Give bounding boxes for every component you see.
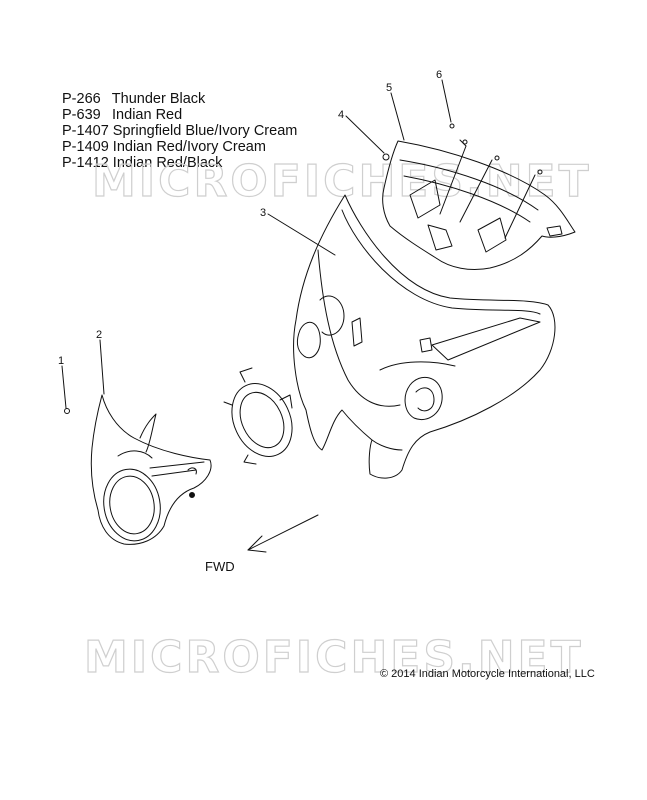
paint-code-row: P-1409 Indian Red/Ivory Cream	[62, 139, 266, 155]
callout-number-4: 4	[338, 109, 344, 121]
callout-leaders	[61, 79, 452, 409]
forward-direction-arrow	[247, 514, 319, 553]
fairing-part	[293, 194, 556, 479]
paint-code: P-1407	[62, 123, 109, 139]
callout-number-6: 6	[436, 69, 442, 81]
paint-code-row: P-266 Thunder Black	[62, 91, 205, 107]
paint-code-row: P-1412 Indian Red/Black	[62, 155, 222, 171]
callout-number-3: 3	[260, 207, 266, 219]
callout-number-1: 1	[58, 355, 64, 367]
paint-name: Indian Red/Ivory Cream	[112, 139, 266, 155]
headlight-nacelle-part	[90, 394, 212, 545]
headlight-ring-part	[223, 367, 293, 465]
watermark-lower: MICROFICHES.NET	[84, 632, 584, 683]
paint-name: Springfield Blue/Ivory Cream	[112, 123, 298, 139]
paint-name: Indian Red/Black	[112, 155, 223, 171]
paint-code-row: P-1407 Springfield Blue/Ivory Cream	[62, 123, 297, 139]
copyright-notice: © 2014 Indian Motorcycle International, …	[380, 668, 595, 680]
callout-number-2: 2	[96, 329, 102, 341]
paint-code: P-1409	[62, 139, 109, 155]
paint-name: Indian Red	[112, 107, 183, 123]
paint-code: P-266	[62, 91, 101, 107]
paint-code: P-1412	[62, 155, 109, 171]
watermark-upper: MICROFICHES.NET	[92, 156, 592, 207]
paint-name: Thunder Black	[111, 91, 206, 107]
fastener-parts	[64, 123, 543, 414]
paint-code: P-639	[62, 107, 101, 123]
callout-number-5: 5	[386, 82, 392, 94]
paint-code-row: P-639 Indian Red	[62, 107, 182, 123]
windshield-part	[382, 139, 576, 271]
forward-label: FWD	[205, 559, 235, 574]
